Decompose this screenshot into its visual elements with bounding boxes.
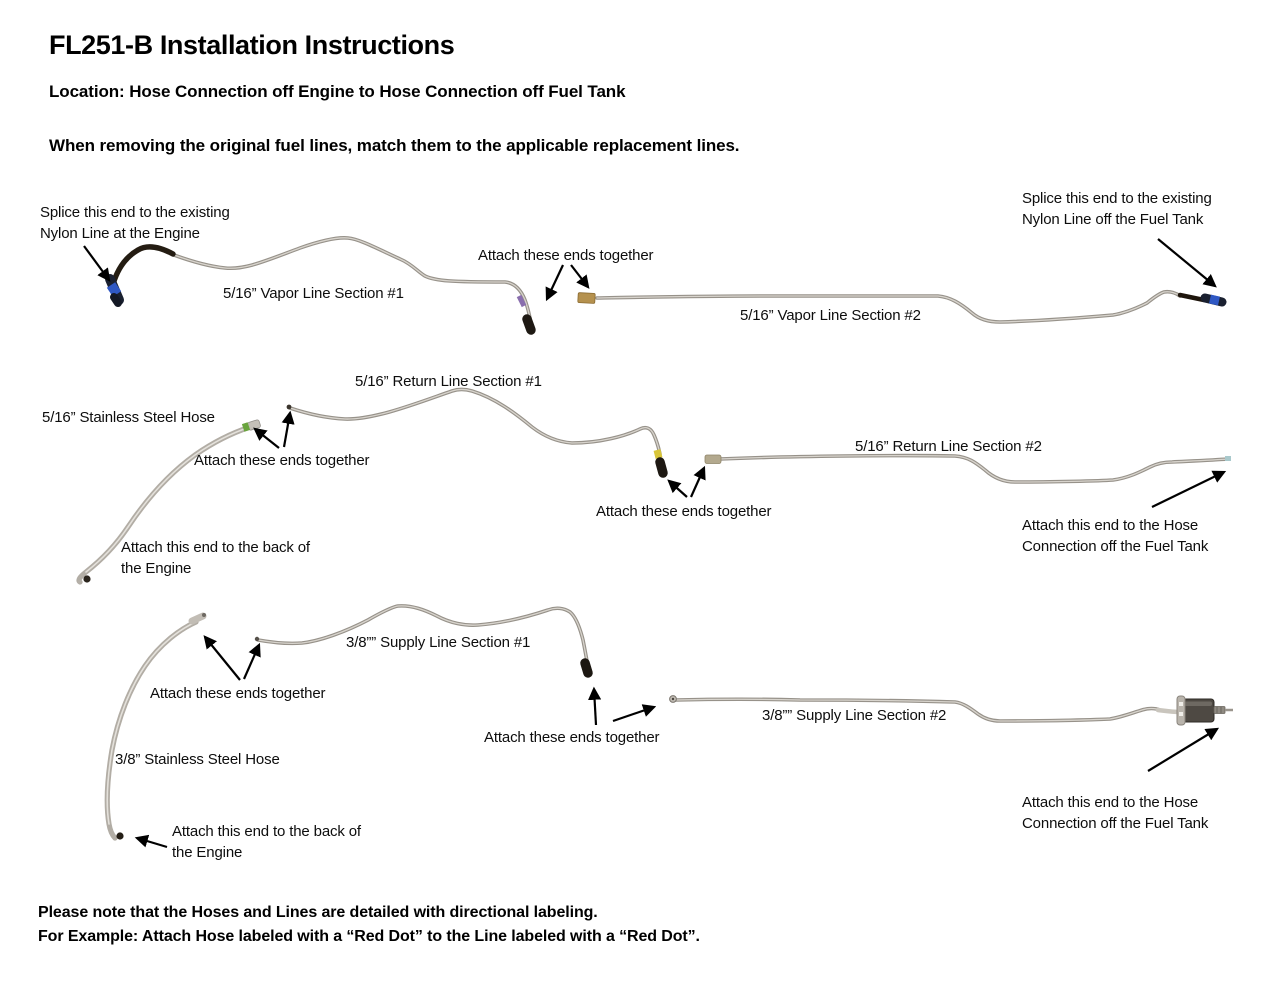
return1-yellow-band <box>653 449 663 459</box>
supply1-end-tip <box>580 658 593 678</box>
label-splice-tank: Splice this end to the existing Nylon Li… <box>1022 190 1212 228</box>
label-return-attach-mid: Attach these ends together <box>596 503 772 520</box>
vapor1-engine-fitting <box>105 274 124 307</box>
label-supply-attach-left: Attach these ends together <box>150 685 326 702</box>
filter-nipple <box>1213 706 1226 714</box>
label-supply-line-2: 3/8”” Supply Line Section #2 <box>762 707 947 724</box>
return2-end-tip <box>1225 456 1231 461</box>
vapor1-end-tip <box>522 314 536 335</box>
supply1-start-tip <box>254 636 260 642</box>
label-return-line-1: 5/16” Return Line Section #1 <box>355 373 542 390</box>
arrow-vapor-attach-left <box>545 264 564 302</box>
return-line-1 <box>286 387 668 478</box>
label-supply-attach-mid: Attach these ends together <box>484 729 660 746</box>
arrow-supply-mid-attach-line2 <box>612 704 657 723</box>
vapor2-tank-fitting <box>1200 293 1227 307</box>
return2-start-fitting <box>704 454 722 464</box>
stainless-hose-516 <box>76 419 261 585</box>
label-supply-engine: Attach this end to the back of the Engin… <box>172 823 361 861</box>
hose38-ferrule <box>188 612 207 625</box>
stainless-hose-38 <box>104 612 207 841</box>
hose38-engine-nut <box>116 832 124 840</box>
arrow-return-left-attach-line <box>281 410 295 448</box>
vapor2-brass-fitting <box>577 292 596 304</box>
arrow-supply-left-attach-hose <box>203 635 241 681</box>
arrow-supply-engine <box>134 834 168 849</box>
label-supply-tank: Attach this end to the Hose Connection o… <box>1022 794 1209 832</box>
return-line-2 <box>704 453 1231 484</box>
hose516-engine-nut <box>83 575 91 583</box>
label-hose-516: 5/16” Stainless Steel Hose <box>42 409 215 426</box>
supply-line-2 <box>669 695 1233 726</box>
arrow-return-tank <box>1151 470 1227 508</box>
return1-start-tip <box>286 404 292 410</box>
intro-line: When removing the original fuel lines, m… <box>49 136 740 155</box>
vapor1-purple-band <box>516 294 527 308</box>
arrow-return-mid-attach-line2 <box>689 465 706 498</box>
supply-line-1 <box>254 604 593 678</box>
arrow-supply-tank <box>1147 727 1220 772</box>
label-return-tank: Attach this end to the Hose Connection o… <box>1022 517 1209 555</box>
return1-end-tip <box>655 457 668 478</box>
label-vapor-line-1: 5/16” Vapor Line Section #1 <box>223 285 404 302</box>
vapor-line-2 <box>577 289 1227 324</box>
hose516-green-band <box>241 422 251 432</box>
vapor2-black-stub <box>1177 292 1207 303</box>
label-splice-engine: Splice this end to the existing Nylon Li… <box>40 204 230 242</box>
location-line: Location: Hose Connection off Engine to … <box>49 82 626 101</box>
arrow-return-left-attach-hose <box>253 427 280 449</box>
label-vapor-attach: Attach these ends together <box>478 247 654 264</box>
directional-labeling-note: Please note that the Hoses and Lines are… <box>38 904 700 945</box>
arrow-return-mid-attach-line1 <box>667 479 688 498</box>
label-return-line-2: 5/16” Return Line Section #2 <box>855 438 1042 455</box>
arrow-splice-tank <box>1157 238 1217 288</box>
arrow-vapor-attach-right <box>570 264 590 289</box>
page-title: FL251-B Installation Instructions <box>49 30 455 60</box>
label-supply-line-1: 3/8”” Supply Line Section #1 <box>346 634 531 651</box>
label-hose-38: 3/8” Stainless Steel Hose <box>115 751 280 768</box>
arrow-splice-engine <box>83 245 111 282</box>
arrow-supply-left-attach-line <box>242 642 261 680</box>
arrow-supply-mid-attach-line1 <box>588 686 602 726</box>
vapor1-rubber-hose <box>109 244 176 291</box>
label-return-engine: Attach this end to the back of the Engin… <box>121 539 310 577</box>
vapor-line-1 <box>105 236 536 335</box>
callout-arrows <box>83 238 1227 849</box>
fuel-filter <box>1176 695 1233 726</box>
label-vapor-line-2: 5/16” Vapor Line Section #2 <box>740 307 921 324</box>
label-return-attach-left: Attach these ends together <box>194 452 370 469</box>
